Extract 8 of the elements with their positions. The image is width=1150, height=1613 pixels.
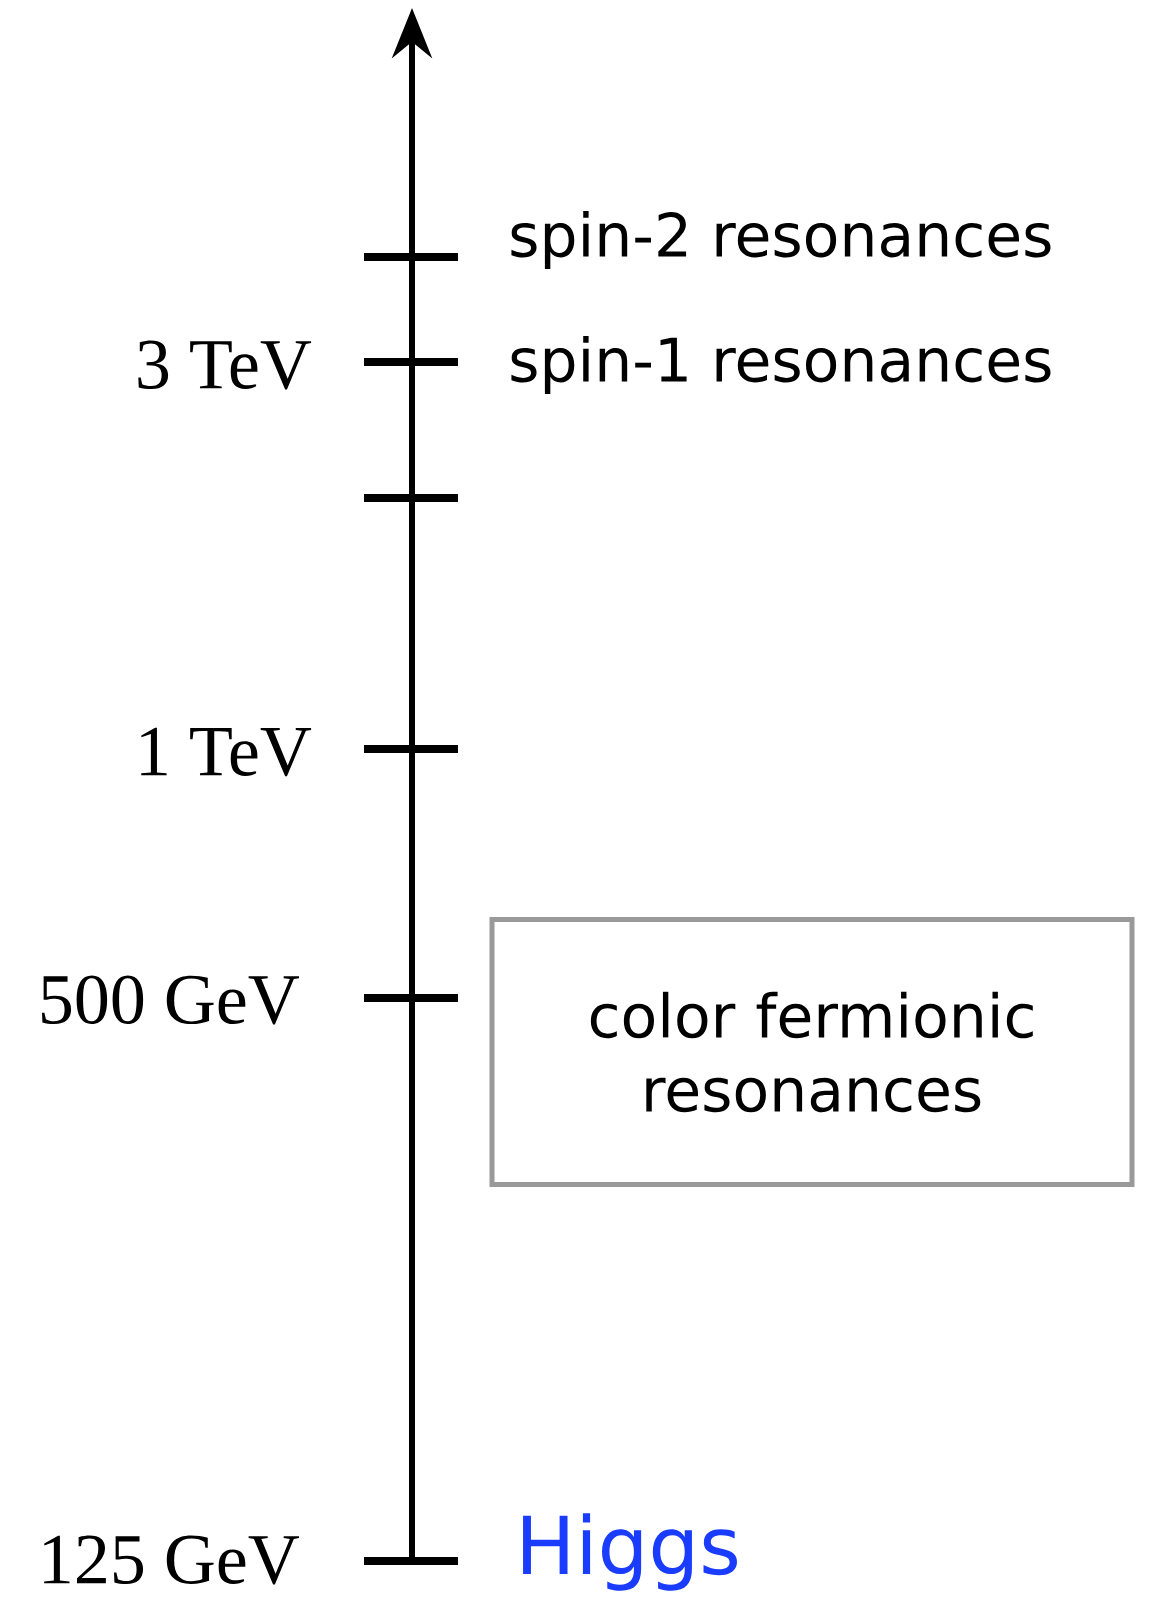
resonance-label: spin-1 resonances (511, 335, 1051, 395)
energy-label: 500 GeV (42, 975, 299, 1025)
higgs-label: Higgs (523, 1513, 737, 1591)
energy-label: 3 TeV (138, 340, 312, 390)
resonance-box: color fermionic resonances (489, 917, 1135, 1187)
resonance-label: spin-2 resonances (511, 210, 1051, 270)
energy-label: 1 TeV (141, 727, 312, 777)
energy-label: 125 GeV (44, 1535, 299, 1585)
